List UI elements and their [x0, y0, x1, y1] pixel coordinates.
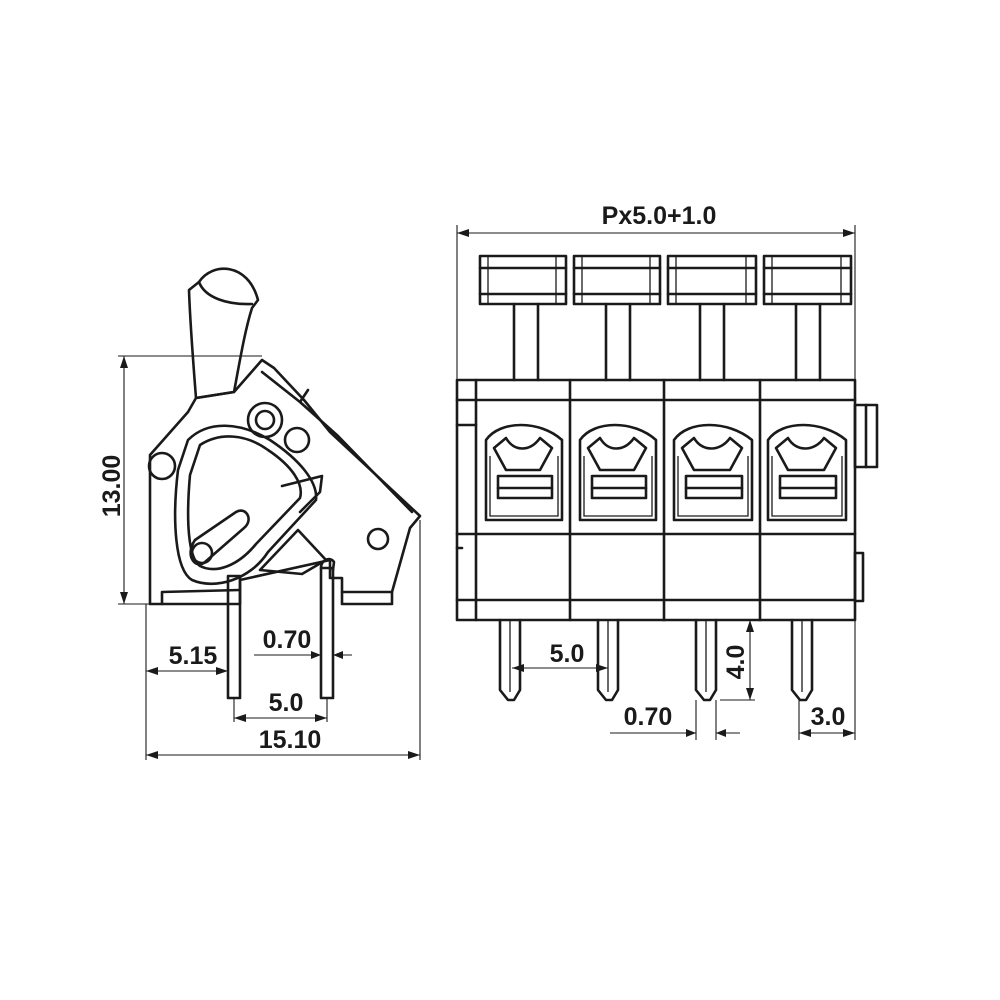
side-spring: [173, 424, 318, 585]
front-pole-4: [762, 254, 853, 702]
front-dimensions: Px5.0+1.0 5.0 4.0 0.70 3.0: [456, 202, 856, 740]
dim-pin-offset-label: 5.15: [169, 642, 218, 670]
dim-pin-width-side-label: 0.70: [263, 626, 312, 654]
side-housing: [148, 358, 422, 606]
dim-height-label: 13.00: [98, 455, 126, 518]
side-dimensions: 13.00 5.15 0.70 5.0 15.10: [98, 355, 421, 760]
front-housing: [455, 378, 857, 622]
dim-total-depth-label: 15.10: [259, 726, 322, 754]
side-pin-right: [319, 566, 335, 700]
dim-total-length-label: Px5.0+1.0: [602, 202, 717, 230]
front-pole-3: [666, 254, 758, 702]
dim-pitch-side-label: 5.0: [269, 689, 304, 717]
side-pin-left: [226, 574, 242, 700]
front-view: [455, 254, 879, 702]
side-pivot-outer: [246, 401, 284, 439]
dim-end-offset-label: 3.0: [811, 703, 846, 731]
side-lever: [187, 267, 260, 400]
front-pole-1: [478, 254, 568, 702]
side-view: [147, 267, 422, 700]
dim-pin-length-label: 4.0: [722, 645, 750, 680]
front-pole-2: [572, 254, 662, 702]
dim-pitch-front-label: 5.0: [550, 640, 585, 668]
dim-pin-width-front-label: 0.70: [624, 703, 673, 731]
